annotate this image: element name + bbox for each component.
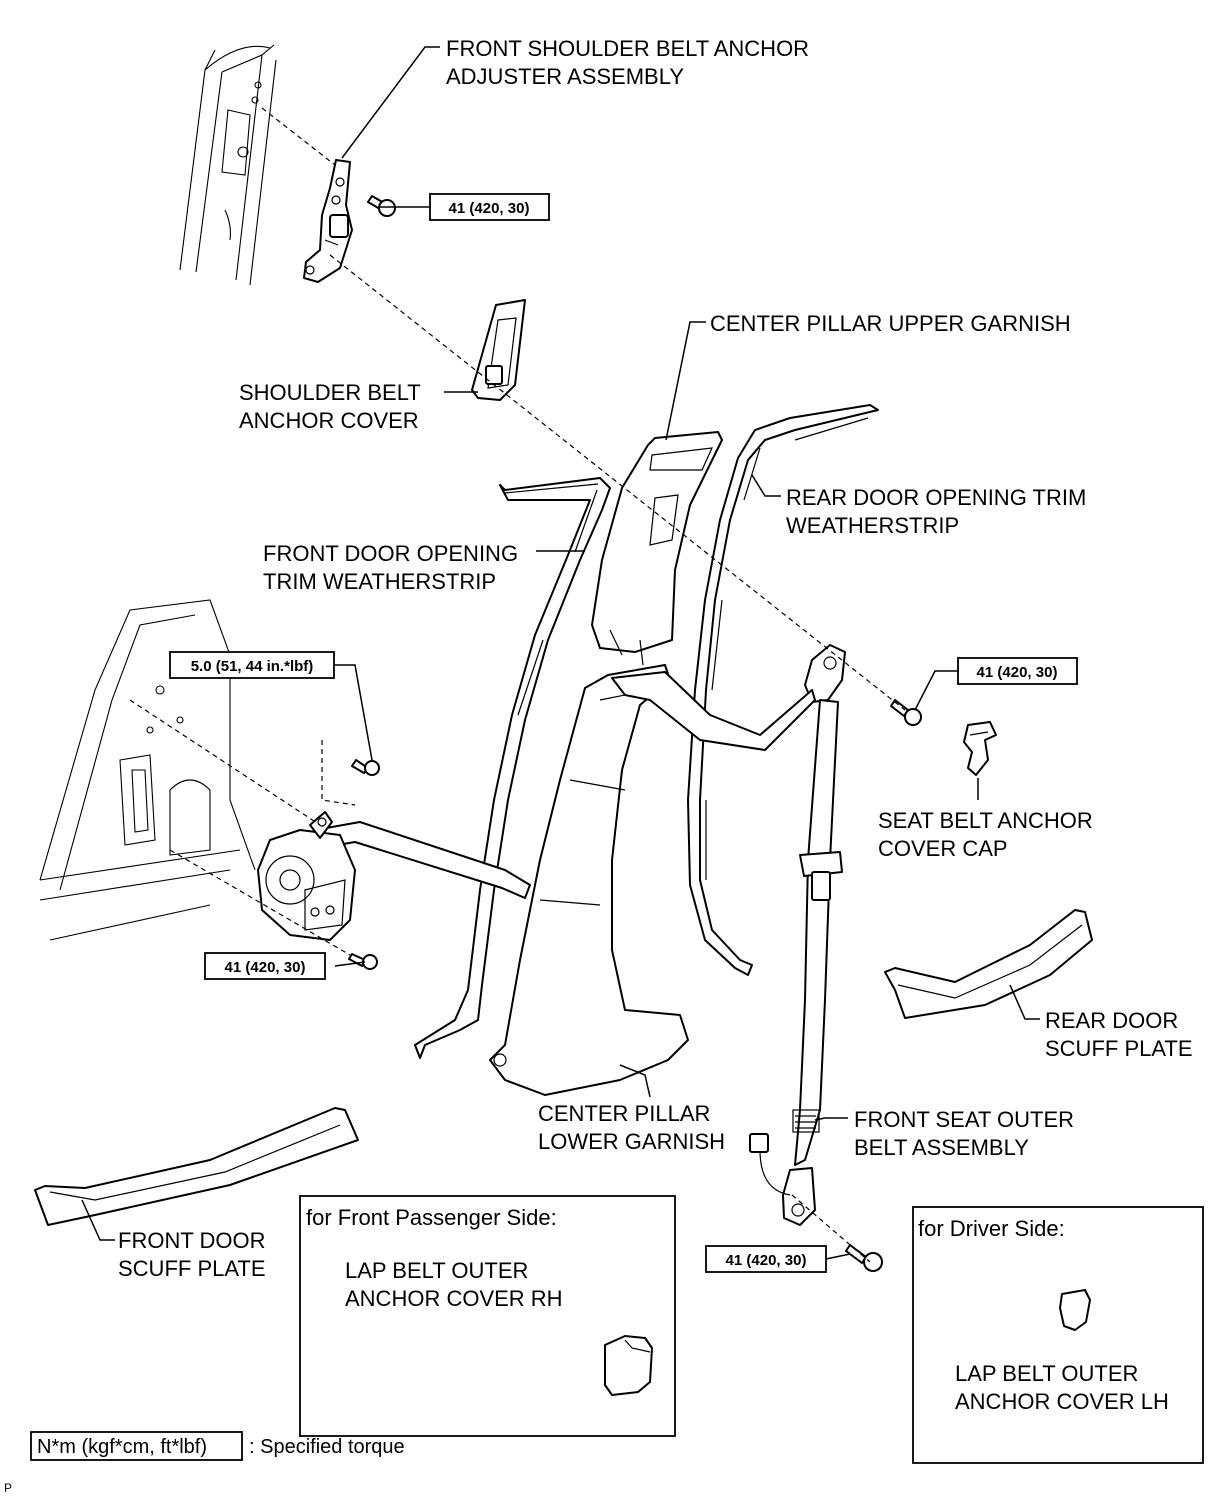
upper-pillar-body-panel: [179, 44, 277, 286]
floor-anchor-bolt: [845, 1244, 883, 1272]
label-rear-door-opening-trim: REAR DOOR OPENING TRIM WEATHERSTRIP: [786, 485, 1086, 538]
label-line: REAR DOOR OPENING TRIM: [786, 485, 1086, 510]
label-line: FRONT SEAT OUTER: [854, 1107, 1074, 1132]
torque-value: 41 (420, 30): [225, 959, 306, 976]
label-seat-belt-anchor-cover-cap: SEAT BELT ANCHOR COVER CAP: [878, 808, 1093, 861]
label-line: SHOULDER BELT: [239, 380, 421, 405]
label-line: ANCHOR COVER RH: [345, 1286, 563, 1311]
label-line: ANCHOR COVER LH: [955, 1389, 1169, 1414]
label-line: LAP BELT OUTER: [345, 1258, 528, 1283]
label-line: BELT ASSEMBLY: [854, 1135, 1029, 1160]
inset-title: for Front Passenger Side:: [306, 1205, 557, 1230]
label-front-door-scuff-plate: FRONT DOOR SCUFF PLATE: [118, 1228, 266, 1281]
label-shoulder-belt-anchor-cover: SHOULDER BELT ANCHOR COVER: [239, 380, 421, 433]
front-shoulder-belt-anchor-adjuster: [303, 159, 353, 283]
footer-code: P: [4, 1481, 12, 1495]
torque-value: 41 (420, 30): [977, 664, 1058, 681]
shoulder-anchor-bolt: [890, 699, 922, 726]
label-line: FRONT DOOR OPENING: [263, 541, 518, 566]
center-pillar-upper-garnish-part: [591, 431, 723, 666]
label-line: WEATHERSTRIP: [786, 513, 959, 538]
rear-door-opening-trim-weatherstrip-part: [687, 404, 879, 976]
label-line: SEAT BELT ANCHOR: [878, 808, 1093, 833]
inset-front-passenger-side: for Front Passenger Side: LAP BELT OUTER…: [299, 1195, 676, 1437]
torque-box-retractor-lower: 41 (420, 30): [204, 952, 326, 980]
lap-belt-outer-anchor-cover-rh-part: [604, 1335, 653, 1396]
torque-value: 41 (420, 30): [449, 200, 530, 217]
inset-driver-side: for Driver Side: LAP BELT OUTER ANCHOR C…: [912, 1206, 1204, 1464]
label-line: SCUFF PLATE: [1045, 1036, 1193, 1061]
seat-belt-anchor-cover-cap-part: [963, 721, 997, 776]
legend-torque-format: N*m (kgf*cm, ft*lbf): [37, 1436, 207, 1458]
front-seat-outer-belt-assembly-part: [314, 644, 846, 1226]
seat-belt-retractor: [257, 811, 356, 941]
inset-title: for Driver Side:: [918, 1216, 1065, 1241]
label-line: SCUFF PLATE: [118, 1256, 266, 1281]
retractor-upper-bolt: [351, 759, 380, 776]
rear-door-scuff-plate-part: [884, 909, 1093, 1019]
label-line: FRONT DOOR: [118, 1228, 265, 1253]
label-line: TRIM WEATHERSTRIP: [263, 569, 496, 594]
label-line: ANCHOR COVER: [239, 408, 419, 433]
alignment-lines: [129, 107, 906, 1263]
label-front-shoulder-belt-anchor-adjuster: FRONT SHOULDER BELT ANCHOR ADJUSTER ASSE…: [446, 36, 809, 89]
label-front-door-opening-trim: FRONT DOOR OPENING TRIM WEATHERSTRIP: [263, 541, 518, 594]
label-line: LOWER GARNISH: [538, 1129, 725, 1154]
torque-value: 5.0 (51, 44 in.*lbf): [191, 658, 314, 675]
adjuster-bolt: [367, 195, 396, 217]
torque-value: 41 (420, 30): [726, 1252, 807, 1269]
torque-box-retractor-upper: 5.0 (51, 44 in.*lbf): [169, 651, 335, 679]
retractor-lower-bolt: [348, 953, 378, 970]
torque-legend: N*m (kgf*cm, ft*lbf) : Specified torque: [30, 1431, 405, 1461]
label-center-pillar-upper-garnish: CENTER PILLAR UPPER GARNISH: [710, 311, 1071, 336]
legend-description: : Specified torque: [249, 1436, 405, 1458]
label-line: COVER CAP: [878, 836, 1008, 861]
label-rear-door-scuff-plate: REAR DOOR SCUFF PLATE: [1045, 1008, 1193, 1061]
label-line: LAP BELT OUTER: [955, 1361, 1138, 1386]
torque-box-adjuster: 41 (420, 30): [429, 193, 550, 221]
label-center-pillar-lower-garnish: CENTER PILLAR LOWER GARNISH: [538, 1101, 725, 1154]
lap-belt-outer-anchor-cover-lh-part: [1059, 1289, 1091, 1331]
label-line: REAR DOOR: [1045, 1008, 1178, 1033]
label-line: ADJUSTER ASSEMBLY: [446, 64, 684, 89]
label-front-seat-outer-belt: FRONT SEAT OUTER BELT ASSEMBLY: [854, 1107, 1074, 1160]
torque-box-shoulder-anchor: 41 (420, 30): [957, 657, 1078, 685]
shoulder-belt-anchor-cover-part: [471, 299, 526, 401]
lower-pillar-body-panel: [39, 599, 256, 941]
front-door-opening-trim-weatherstrip-part: [414, 477, 611, 1059]
label-line: CENTER PILLAR: [538, 1101, 710, 1126]
label-line: CENTER PILLAR UPPER GARNISH: [710, 311, 1071, 336]
label-line: FRONT SHOULDER BELT ANCHOR: [446, 36, 809, 61]
torque-box-floor-anchor: 41 (420, 30): [705, 1245, 827, 1273]
front-door-scuff-plate-part: [34, 1107, 359, 1226]
